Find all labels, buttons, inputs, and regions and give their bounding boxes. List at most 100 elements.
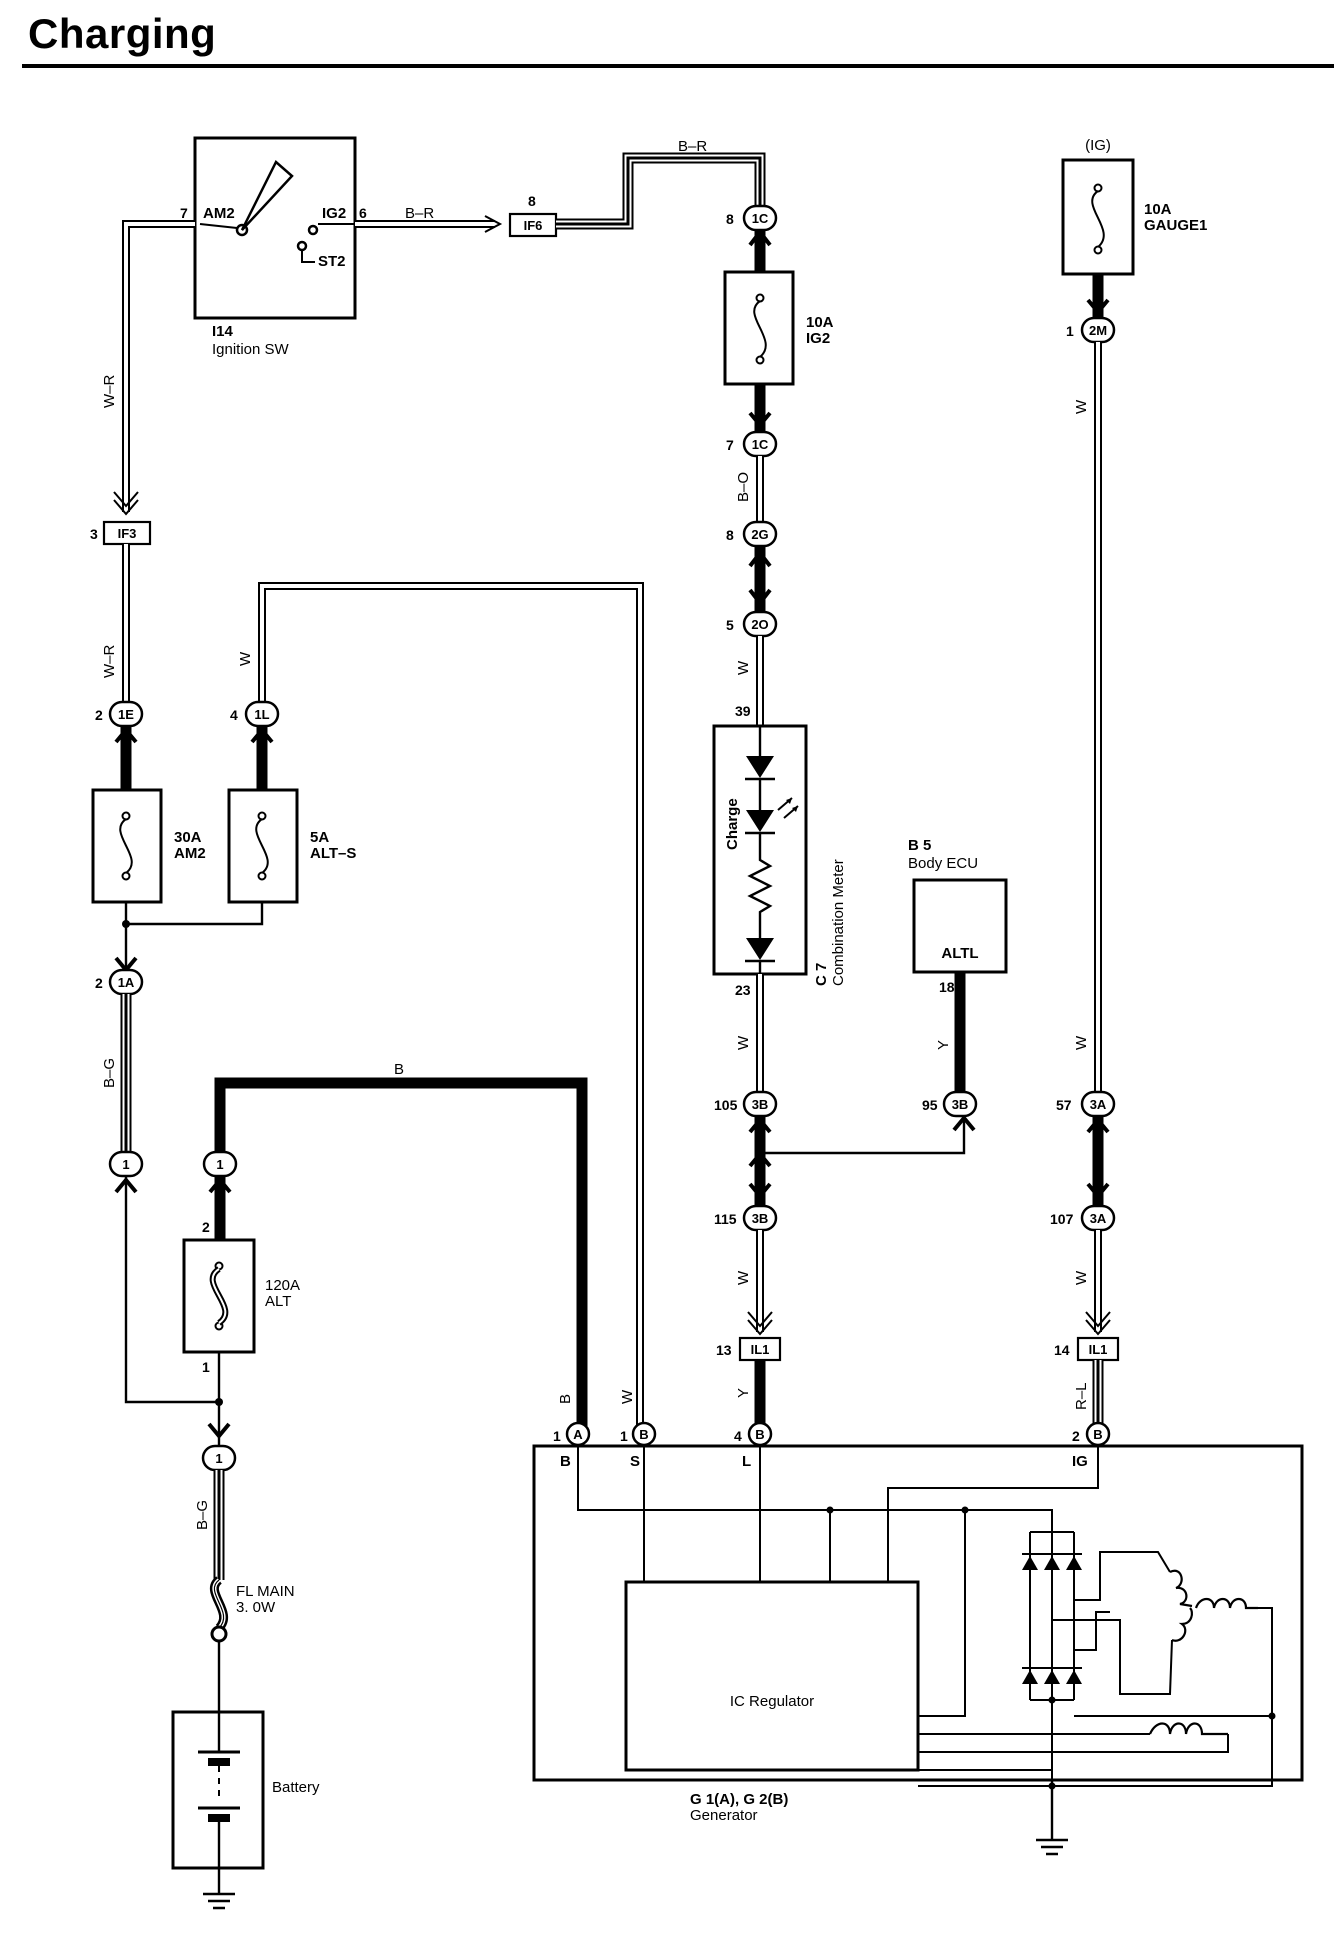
body-ecu[interactable]: ALTL xyxy=(912,878,1008,974)
connector-1c-top[interactable]: 1C xyxy=(742,204,778,232)
chevron-icon xyxy=(208,1176,232,1194)
fuse-ig2[interactable] xyxy=(723,270,795,386)
meter-pin-top: 39 xyxy=(735,703,751,719)
fuse-alt-s[interactable] xyxy=(227,788,299,904)
fuse-alt[interactable] xyxy=(182,1238,256,1354)
chevron-icon xyxy=(1086,298,1110,316)
wire-alt-s xyxy=(258,582,644,1434)
wire-color-r-l: R–L xyxy=(1073,1382,1090,1410)
connector-3b-105[interactable]: 3B xyxy=(742,1090,778,1118)
gen-conn-b2: B xyxy=(1093,1427,1102,1442)
connector-2o[interactable]: 2O xyxy=(742,610,778,638)
combination-meter[interactable] xyxy=(712,724,808,976)
connector-1e-pin: 2 xyxy=(95,707,103,723)
fuse-am2-rating: 30A xyxy=(174,829,202,846)
connector-2g[interactable]: 2G xyxy=(742,520,778,548)
gen-conn-a: A xyxy=(573,1427,583,1442)
body-ecu-name: Body ECU xyxy=(908,855,978,872)
connector-1l[interactable]: 1L xyxy=(244,700,280,728)
connector-1-mid[interactable]: 1 xyxy=(202,1150,238,1178)
gen-pin-a: 1 xyxy=(553,1428,561,1444)
gen-terminal-s: S xyxy=(630,1453,640,1470)
wire-color-b-g-top: B–G xyxy=(101,1058,118,1088)
ic-regulator-label: IC Regulator xyxy=(730,1693,814,1710)
generator-code: G 1(A), G 2(B) xyxy=(690,1791,788,1808)
chevron-icon xyxy=(952,1114,976,1132)
wire-color-w-107: W xyxy=(1073,1270,1090,1285)
fuse-alt-pin-top: 2 xyxy=(202,1219,210,1235)
connector-3a-57[interactable]: 3A xyxy=(1080,1090,1116,1118)
meter-pin-bottom: 23 xyxy=(735,982,751,998)
fusible-link-fl-main[interactable] xyxy=(209,1576,229,1643)
connector-3b-115[interactable]: 3B xyxy=(742,1204,778,1232)
chevron-icon xyxy=(748,228,772,247)
connector-1c-bottom[interactable]: 1C xyxy=(742,430,778,458)
chevron-icon xyxy=(748,549,772,568)
junction-il1-left-pin: 13 xyxy=(716,1342,732,1358)
connector-3b-95-pin: 95 xyxy=(922,1097,938,1113)
connector-1a[interactable]: 1A xyxy=(108,968,144,996)
junction-il1-left[interactable]: IL1 xyxy=(738,1336,782,1362)
ign-pin-ig2: 6 xyxy=(359,205,367,221)
connector-1-left-label: 1 xyxy=(122,1157,129,1172)
connector-3b-105-label: 3B xyxy=(752,1097,769,1112)
ignition-switch[interactable]: AM2 IG2 ST2 xyxy=(193,136,357,320)
ground-icon xyxy=(1036,1780,1068,1856)
wire-am2-main xyxy=(113,220,195,516)
gen-pin-b4: 4 xyxy=(734,1428,742,1444)
junction-if6[interactable]: IF6 xyxy=(508,212,558,238)
junction-il1-right-pin: 14 xyxy=(1054,1342,1070,1358)
connector-1-left[interactable]: 1 xyxy=(108,1150,144,1178)
fuse-alt-s-name: ALT–S xyxy=(310,845,356,862)
connector-1a-pin: 2 xyxy=(95,975,103,991)
fuse-ig2-rating: 10A xyxy=(806,314,834,331)
battery[interactable] xyxy=(171,1710,265,1870)
wire-color-b-main: B xyxy=(394,1061,404,1078)
fuse-ig2-name: IG2 xyxy=(806,330,830,347)
wire-1-left-to-node xyxy=(124,1176,220,1404)
connector-2g-label: 2G xyxy=(751,527,768,542)
connector-1-mid-label: 1 xyxy=(216,1157,223,1172)
chevron-icon xyxy=(114,726,138,744)
junction-dot xyxy=(215,1398,223,1406)
connector-3b-95[interactable]: 3B xyxy=(942,1090,978,1118)
chevron-icon xyxy=(748,588,772,607)
junction-il1-right[interactable]: IL1 xyxy=(1076,1336,1120,1362)
fuse-alt-name: ALT xyxy=(265,1293,291,1310)
connector-1e[interactable]: 1E xyxy=(108,700,144,728)
ground-icon xyxy=(203,1868,235,1910)
wire-w-115 xyxy=(747,1230,773,1336)
connector-3a-107[interactable]: 3A xyxy=(1080,1204,1116,1232)
connector-3b-95-label: 3B xyxy=(952,1097,969,1112)
connector-3a-57-label: 3A xyxy=(1090,1097,1107,1112)
fuse-fl-main-rating: 3. 0W xyxy=(236,1599,276,1616)
connector-1e-label: 1E xyxy=(118,707,134,722)
generator[interactable]: A B B B B S L IG IC Regulator xyxy=(532,1421,1304,1804)
ign-code: I14 xyxy=(212,323,234,340)
connector-2m[interactable]: 2M xyxy=(1080,316,1116,344)
fuse-gauge1[interactable] xyxy=(1061,158,1135,276)
connector-2m-pin: 1 xyxy=(1066,323,1074,339)
gen-conn-b1: B xyxy=(639,1427,648,1442)
wire-to-body-ecu xyxy=(760,1118,966,1155)
fuse-gauge1-rating: 10A xyxy=(1144,201,1172,218)
fuse-gauge1-supply: (IG) xyxy=(1085,137,1111,154)
connector-1-bottom[interactable]: 1 xyxy=(201,1444,237,1472)
wire-color-b-g-bottom: B–G xyxy=(194,1500,211,1530)
junction-il1-left-label: IL1 xyxy=(751,1342,770,1357)
wire-color-w-23: W xyxy=(735,1035,752,1050)
connector-1c-top-label: 1C xyxy=(752,211,769,226)
fuse-am2[interactable] xyxy=(91,788,163,904)
junction-if3[interactable]: IF3 xyxy=(102,520,152,546)
ign-terminal-am2: AM2 xyxy=(203,205,235,222)
page-title: Charging xyxy=(28,10,217,57)
connector-3a-107-label: 3A xyxy=(1090,1211,1107,1226)
gen-terminal-l: L xyxy=(742,1453,751,1470)
title-rule xyxy=(22,64,1334,68)
junction-dot xyxy=(122,920,130,928)
wire-color-alt-s: W xyxy=(237,651,254,666)
chevron-icon xyxy=(748,411,772,429)
wire-alts-join xyxy=(126,902,264,926)
connector-2o-label: 2O xyxy=(751,617,768,632)
wire-color-y-il1: Y xyxy=(735,1388,752,1398)
